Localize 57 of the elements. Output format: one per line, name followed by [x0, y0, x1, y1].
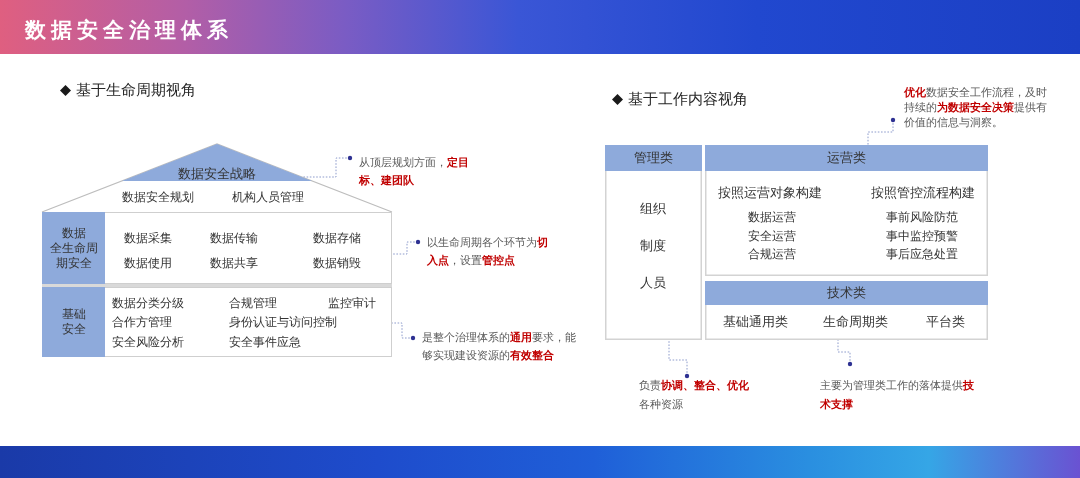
leader-line — [391, 322, 416, 341]
layer-panel — [42, 287, 392, 357]
layer-header — [42, 287, 105, 357]
item-label: 事后应急处置 — [886, 246, 958, 262]
section-heading: 基于生命周期视角 — [76, 81, 196, 99]
callout-text: 是整个治理体系的通用要求，能够实现建设资源的有效整合 — [422, 328, 583, 364]
header-band: 管理类 — [605, 145, 702, 171]
item-label: 监控审计 — [328, 295, 376, 311]
item-label: 数据采集 — [124, 230, 172, 246]
header-band: 技术类 — [705, 281, 988, 305]
strategy-label: 数据安全战略 — [178, 165, 256, 181]
item-label: 平台类 — [925, 314, 965, 330]
item-label: 安全事件应急 — [229, 334, 301, 350]
callout-text: 优化数据安全工作流程，及时持续的为数据安全决策提供有价值的信息与洞察。 — [904, 85, 1054, 130]
item-label: 身份认证与访问控制 — [229, 314, 337, 330]
page-title: 数据安全治理体系 — [25, 18, 233, 44]
item-label: 制度 — [640, 238, 666, 254]
item-label: 数据传输 — [210, 230, 258, 246]
item-label: 基础通用类 — [722, 314, 788, 330]
layer-header — [42, 212, 105, 284]
item-label: 人员 — [640, 275, 666, 291]
item-label: 生命周期类 — [822, 314, 888, 330]
item-label: 数据运营 — [748, 209, 796, 225]
item-label: 机构人员管理 — [232, 189, 304, 205]
item-label: 合规管理 — [229, 295, 277, 311]
category-panel — [605, 145, 702, 340]
item-label: 合规运营 — [748, 246, 796, 262]
callout-text: 负责协调、整合、优化各种资源 — [639, 376, 755, 414]
item-label: 数据销毁 — [313, 255, 361, 271]
item-label: 安全运营 — [748, 228, 796, 244]
callout-text: 以生命周期各个环节为切入点，设置管控点 — [427, 233, 554, 269]
item-label: 安全风险分析 — [112, 334, 184, 350]
item-label: 事前风险防范 — [886, 209, 958, 225]
callout-text: 主要为管理类工作的落体提供技术支撑 — [820, 376, 981, 414]
layer-panel — [42, 212, 392, 284]
item-label: 组织 — [640, 201, 666, 217]
header-band: 运营类 — [705, 145, 988, 171]
leader-line — [867, 117, 896, 146]
subheading-label: 按照管控流程构建 — [871, 185, 975, 201]
leader-line — [837, 339, 853, 367]
callout-text: 从顶层规划方面，定目标、建团队 — [359, 153, 475, 189]
section-heading: 基于工作内容视角 — [628, 90, 748, 108]
roof-triangle — [122, 144, 312, 181]
item-label: 数据存储 — [313, 230, 361, 246]
leader-line — [668, 339, 690, 379]
item-label: 数据共享 — [210, 255, 258, 271]
item-label: 数据安全规划 — [122, 189, 194, 205]
layer-title: 数据全生命周期安全 — [50, 225, 98, 271]
category-panel — [705, 145, 988, 276]
layer-title: 基础安全 — [62, 307, 86, 337]
item-label: 数据分类分级 — [112, 295, 184, 311]
leader-line — [391, 239, 421, 255]
item-label: 合作方管理 — [112, 314, 172, 330]
category-panel — [705, 281, 988, 340]
item-label: 数据使用 — [124, 255, 172, 271]
subheading-label: 按照运营对象构建 — [718, 185, 822, 201]
item-label: 事中监控预警 — [886, 228, 958, 244]
